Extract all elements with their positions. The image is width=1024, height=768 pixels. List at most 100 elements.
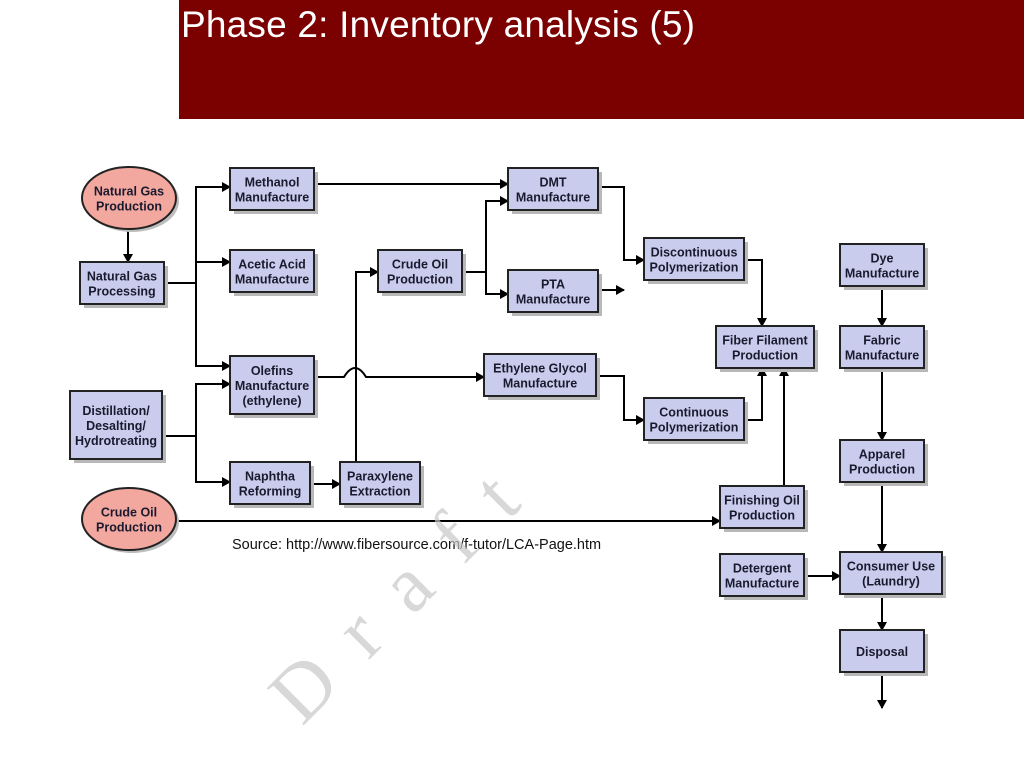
- node-box: [507, 167, 599, 211]
- node-label: Discontinuous: [651, 246, 738, 260]
- node-label: Consumer Use: [847, 560, 935, 574]
- source-citation: Source: http://www.fibersource.com/f-tut…: [232, 537, 602, 553]
- node-label: Production: [849, 463, 915, 477]
- edge-natural-gas-processing-to-methanol: [164, 182, 231, 284]
- node-label: Detergent: [733, 562, 792, 576]
- node-box: [229, 461, 311, 505]
- node-label: Manufacture: [845, 349, 919, 363]
- node-disposal: Disposal: [839, 629, 928, 676]
- edge-paraxylene-to-crude-oil-production-box: [355, 267, 379, 462]
- node-label: Fiber Filament: [722, 334, 808, 348]
- node-label: Methanol: [245, 176, 300, 190]
- node-label: Production: [732, 349, 798, 363]
- node-box: [377, 249, 463, 293]
- node-box: [339, 461, 421, 505]
- node-label: Polymerization: [650, 261, 739, 275]
- node-label: Manufacture: [725, 577, 799, 591]
- node-label: Production: [96, 200, 162, 214]
- edge-dmt-to-discontinuous-polymerization: [598, 186, 645, 265]
- node-label: Crude Oil: [392, 258, 448, 272]
- node-label: DMT: [539, 176, 566, 190]
- node-box: [69, 390, 163, 460]
- node-label: Natural Gas: [94, 185, 164, 199]
- node-box: [229, 249, 315, 293]
- node-oval: [81, 487, 177, 551]
- node-label: Distillation/: [82, 404, 150, 418]
- node-box: [643, 397, 745, 441]
- node-label: Acetic Acid: [238, 258, 306, 272]
- node-label: Finishing Oil: [724, 494, 800, 508]
- title-bar: [179, 0, 1024, 119]
- slide-title: Phase 2: Inventory analysis (5): [181, 4, 696, 45]
- edge-distillation-to-naphtha: [195, 436, 231, 487]
- node-label: Naphtha: [245, 470, 296, 484]
- node-label: Reforming: [239, 485, 302, 499]
- node-label: Manufacture: [516, 293, 590, 307]
- edge-ethylene-glycol-to-continuous-polymerization: [596, 375, 645, 425]
- node-label: Extraction: [349, 485, 410, 499]
- node-distillation: Distillation/Desalting/Hydrotreating: [69, 390, 166, 463]
- node-label: (ethylene): [242, 394, 301, 408]
- node-label: Disposal: [856, 645, 908, 659]
- node-box: [483, 353, 597, 397]
- node-box: [839, 439, 925, 483]
- node-label: Apparel: [859, 448, 906, 462]
- node-label: Desalting/: [86, 419, 146, 433]
- node-label: Hydrotreating: [75, 434, 157, 448]
- node-label: Olefins: [251, 364, 293, 378]
- node-box: [839, 629, 925, 673]
- node-box: [839, 551, 943, 595]
- node-label: Crude Oil: [101, 506, 157, 520]
- node-label: Fabric: [863, 334, 901, 348]
- node-label: Manufacture: [235, 191, 309, 205]
- node-box: [643, 237, 745, 281]
- node-label: Production: [387, 273, 453, 287]
- node-box: [839, 243, 925, 287]
- node-label: Manufacture: [235, 379, 309, 393]
- node-label: Paraxylene: [347, 470, 413, 484]
- node-oval: [81, 166, 177, 230]
- node-label: (Laundry): [862, 575, 920, 589]
- edges-layer: [123, 179, 887, 709]
- node-box: [507, 269, 599, 313]
- node-box: [715, 325, 815, 369]
- node-label: Manufacture: [845, 267, 919, 281]
- edge-continuous-polymerization-to-fiber-filament: [744, 367, 767, 421]
- node-label: Processing: [88, 285, 155, 299]
- node-label: Manufacture: [503, 377, 577, 391]
- node-box: [839, 325, 925, 369]
- node-label: Ethylene Glycol: [493, 362, 587, 376]
- node-box: [719, 485, 805, 529]
- edge-discontinuous-polymerization-to-fiber-filament: [744, 259, 767, 327]
- node-label: Natural Gas: [87, 270, 157, 284]
- edge-distillation-to-olefins: [162, 379, 231, 437]
- node-label: Dye: [871, 252, 894, 266]
- node-box: [79, 261, 165, 305]
- node-label: Manufacture: [516, 191, 590, 205]
- node-label: Manufacture: [235, 273, 309, 287]
- node-box: [229, 355, 315, 415]
- node-label: Production: [729, 509, 795, 523]
- node-box: [229, 167, 315, 211]
